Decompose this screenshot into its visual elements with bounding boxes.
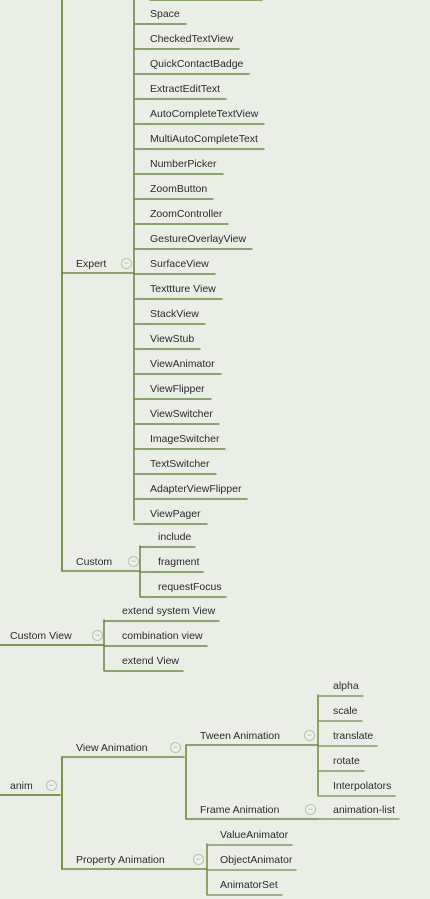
collapse-anim-toggle-icon[interactable]: − — [46, 780, 57, 791]
tween-leaf[interactable]: alpha — [333, 680, 359, 692]
property-leaf[interactable]: AnimatorSet — [220, 879, 278, 891]
custom-view-leaf[interactable]: combination view — [122, 630, 203, 642]
custom-view-leaf[interactable]: extend View — [122, 655, 180, 667]
node-frame-animation[interactable]: Frame Animation — [200, 804, 280, 816]
expert-leaf[interactable]: AdapterViewFlipper — [150, 483, 242, 495]
tween-leaf[interactable]: translate — [333, 730, 374, 742]
expert-leaf[interactable]: QuickContactBadge — [150, 58, 244, 70]
expert-leaf[interactable]: ZoomButton — [150, 183, 208, 195]
custom-leaf[interactable]: fragment — [158, 556, 200, 568]
collapse-view-animation-toggle-icon[interactable]: − — [170, 742, 181, 753]
custom-leaf[interactable]: requestFocus — [158, 581, 222, 593]
tween-leaf[interactable]: Interpolators — [333, 780, 392, 792]
custom-view-leaf[interactable]: extend system View — [122, 605, 216, 617]
expert-leaf[interactable]: ViewAnimator — [150, 358, 215, 370]
expert-leaf[interactable]: ZoomController — [150, 208, 223, 220]
node-anim[interactable]: anim — [10, 780, 33, 792]
property-leaf[interactable]: ObjectAnimator — [220, 854, 293, 866]
tween-leaf[interactable]: scale — [333, 705, 358, 717]
node-tween-animation[interactable]: Tween Animation — [200, 730, 280, 742]
node-view-animation[interactable]: View Animation — [76, 742, 148, 754]
expert-leaf[interactable]: CheckedTextView — [150, 33, 234, 45]
expert-leaf[interactable]: TextSwitcher — [150, 458, 210, 470]
collapse-tween-animation-toggle-icon[interactable]: − — [304, 730, 315, 741]
expert-leaf[interactable]: ViewFlipper — [150, 383, 205, 395]
node-custom[interactable]: Custom — [76, 556, 113, 568]
expert-leaf[interactable]: ExtractEditText — [150, 83, 221, 95]
expert-leaf[interactable]: ViewPager — [150, 508, 201, 520]
expert-leaf[interactable]: GestureOverlayView — [150, 233, 247, 245]
expert-leaf[interactable]: Space — [150, 8, 180, 20]
collapse-custom-toggle-icon[interactable]: − — [128, 556, 139, 567]
expert-leaf[interactable]: MultiAutoCompleteText — [150, 133, 258, 145]
collapse-property-animation-toggle-icon[interactable]: − — [193, 854, 204, 865]
expert-leaf[interactable]: ImageSwitcher — [150, 433, 220, 445]
collapse-custom-view-toggle-icon[interactable]: − — [92, 630, 103, 641]
expert-leaf[interactable]: AutoCompleteTextView — [150, 108, 259, 120]
node-expert[interactable]: Expert — [76, 258, 107, 270]
frame-leaf[interactable]: animation-list — [333, 804, 395, 816]
expert-leaf[interactable]: ViewSwitcher — [150, 408, 213, 420]
node-custom-view[interactable]: Custom View — [10, 630, 72, 642]
property-leaf[interactable]: ValueAnimator — [220, 829, 289, 841]
expert-leaf[interactable]: ViewStub — [150, 333, 195, 345]
expert-leaf[interactable]: StackView — [150, 308, 199, 320]
expert-leaf[interactable]: NumberPicker — [150, 158, 217, 170]
expert-leaf[interactable]: SurfaceView — [150, 258, 209, 270]
expert-leaf[interactable]: Texttture View — [150, 283, 216, 295]
tween-leaf[interactable]: rotate — [333, 755, 360, 767]
collapse-frame-animation-toggle-icon[interactable]: − — [305, 804, 316, 815]
node-property-animation[interactable]: Property Animation — [76, 854, 165, 866]
collapse-expert-toggle-icon[interactable]: − — [121, 258, 132, 269]
custom-leaf[interactable]: include — [158, 531, 192, 543]
